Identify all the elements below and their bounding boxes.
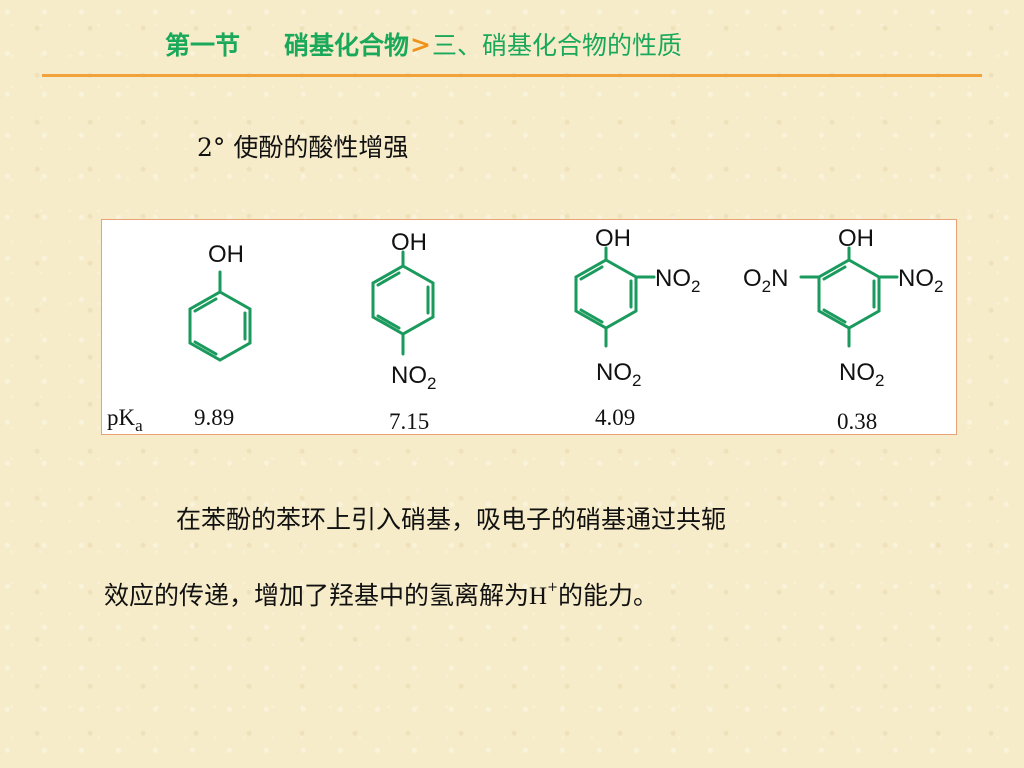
header-divider xyxy=(42,74,982,77)
pka-value-p-nitrophenol: 7.15 xyxy=(389,409,429,434)
dinitrophenol-ortho-no2-label: NO2 xyxy=(655,265,700,296)
slide-title: 第一节 硝基化合物>三、硝基化合物的性质 xyxy=(165,24,682,64)
p-nitrophenol-structure xyxy=(371,250,435,356)
explanation-line-1: 在苯酚的苯环上引入硝基，吸电子的硝基通过共轭 xyxy=(176,505,727,534)
pka-value-picric-acid: 0.38 xyxy=(837,409,877,434)
dinitrophenol-para-no2-label: NO2 xyxy=(596,359,641,390)
p-nitrophenol-oh-label: OH xyxy=(391,229,427,256)
dinitrophenol-structure xyxy=(574,246,656,348)
explanation-line-2: 效应的传递，增加了羟基中的氢离解为H+的能力。 xyxy=(104,580,658,610)
p-nitrophenol-no2-label: NO2 xyxy=(391,362,436,393)
dinitrophenol-oh-label: OH xyxy=(595,225,631,252)
pka-value-dinitrophenol: 4.09 xyxy=(595,405,635,430)
picric-left-o2n-label: O2N xyxy=(743,265,788,296)
picric-para-no2-label: NO2 xyxy=(839,359,884,390)
breadcrumb-arrow: > xyxy=(410,29,431,59)
structures-figure: OH OH NO2 OH NO2 NO2 OH NO2 O2N NO2 pKa … xyxy=(107,225,943,435)
chapter-label: 硝基化合物 xyxy=(284,31,410,60)
point-heading: 2° 使酚的酸性增强 xyxy=(197,133,409,162)
structure-panel: OH OH NO2 OH NO2 NO2 OH NO2 O2N NO2 pKa … xyxy=(101,219,957,435)
phenol-structure xyxy=(188,270,252,362)
picric-right-no2-label: NO2 xyxy=(898,265,943,296)
pka-label: pKa xyxy=(107,405,143,435)
phenol-oh-label: OH xyxy=(208,241,244,268)
picric-acid-structure xyxy=(799,246,899,348)
subtopic-label: 三、硝基化合物的性质 xyxy=(431,31,682,60)
pka-value-phenol: 9.89 xyxy=(194,405,234,430)
section-label: 第一节 xyxy=(165,31,241,60)
picric-oh-label: OH xyxy=(838,225,874,252)
